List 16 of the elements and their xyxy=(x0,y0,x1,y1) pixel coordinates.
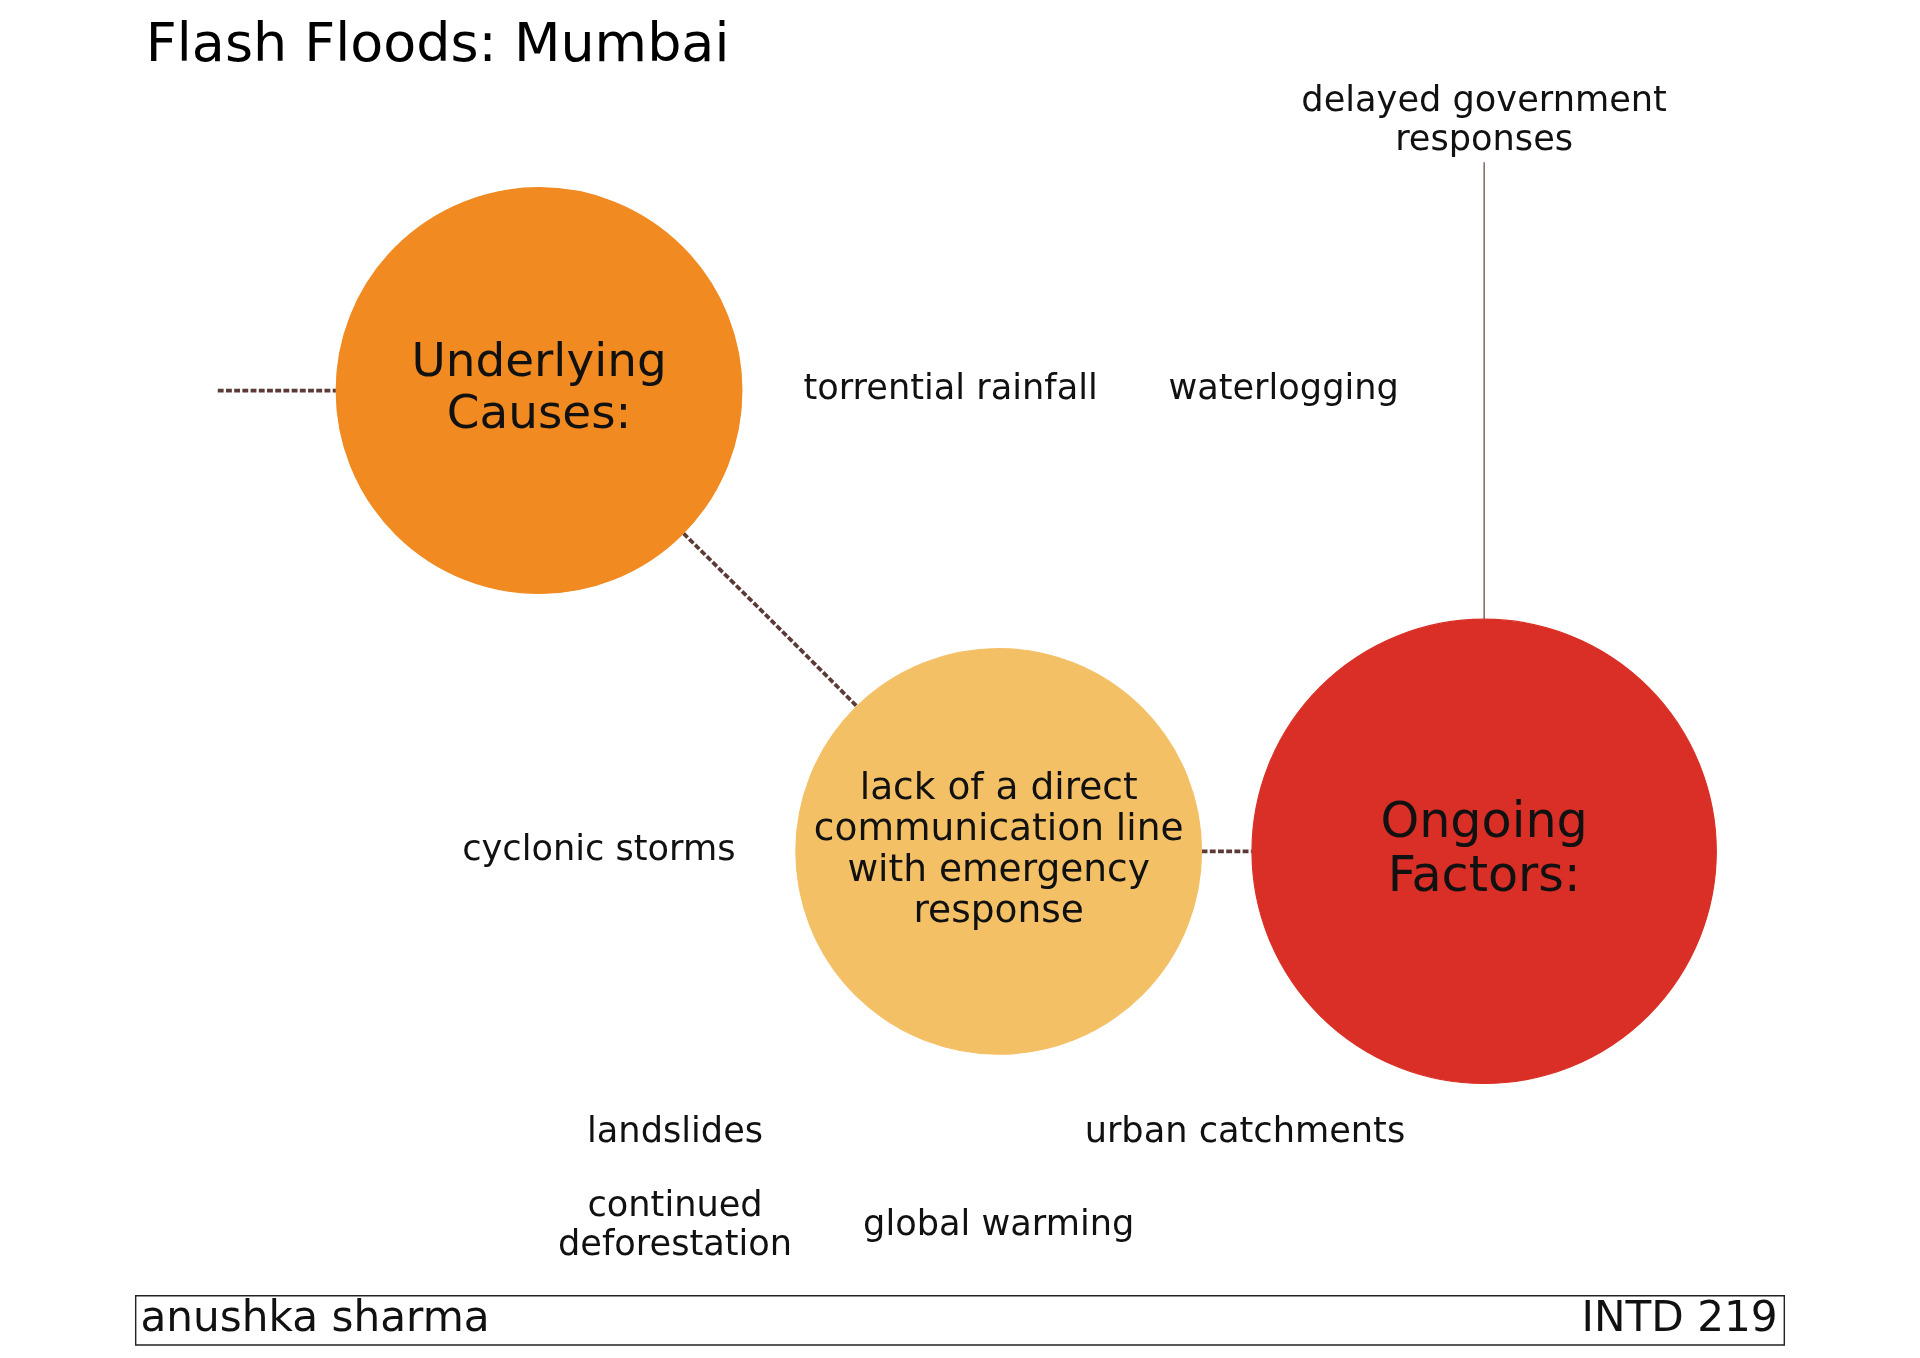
node-box: anushka sharma INTD 219 xyxy=(135,1295,1785,1346)
connector xyxy=(1483,161,1485,620)
node-circle: Underlying Causes: xyxy=(335,187,743,594)
connector xyxy=(682,532,858,708)
label: waterlogging xyxy=(1168,366,1399,408)
node-text: delayed government responses xyxy=(1301,78,1667,159)
node-circle: Ongoing Factors: xyxy=(1251,618,1717,1085)
label: cyclonic storms xyxy=(462,827,736,869)
label: torrential rainfall xyxy=(803,366,1098,408)
label: urban catchments xyxy=(1084,1109,1406,1151)
label: continued deforestation xyxy=(558,1183,793,1263)
label: global warming xyxy=(863,1202,1135,1244)
label: landslides xyxy=(587,1109,764,1151)
connector xyxy=(217,388,337,393)
diagram-title: Flash Floods: Mumbai xyxy=(145,10,730,74)
node-circle: lack of a direct communication line with emergency response xyxy=(795,647,1203,1055)
